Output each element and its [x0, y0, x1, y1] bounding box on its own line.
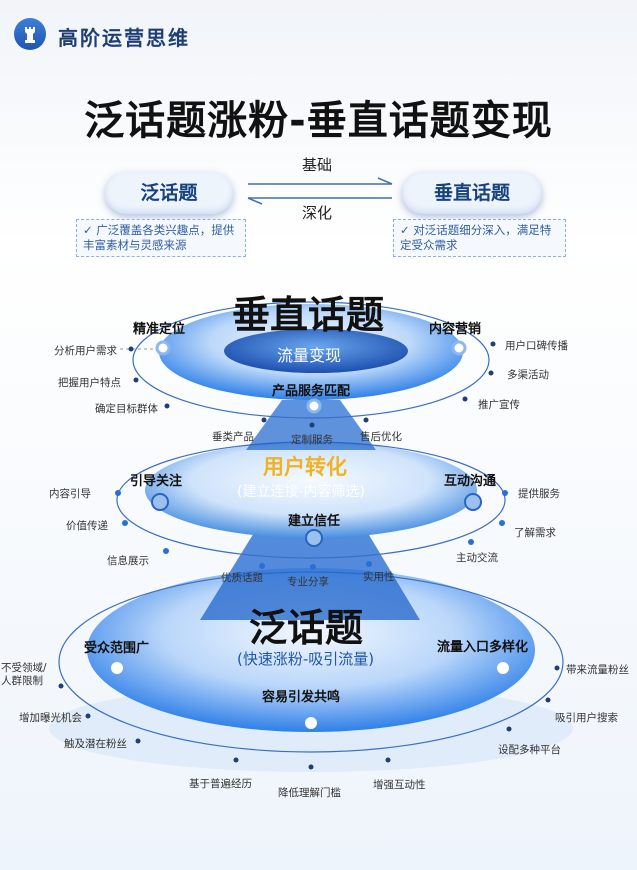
bottom-node-bottom: 容易引发共鸣	[262, 690, 341, 705]
top-node-left: 精准定位	[133, 322, 186, 337]
flow-arrows	[247, 177, 393, 205]
bottom-node-right: 流量入口多样化	[437, 640, 529, 655]
top-bottom-item: 定制服务	[291, 434, 333, 446]
bottom-left-item: 增加曝光机会	[19, 712, 82, 724]
right-pill: 垂直话题	[402, 172, 542, 214]
bottom-layer-subtitle: (快速涨粉-吸引流量)	[237, 650, 375, 668]
bottom-bottom-item: 基于普遍经历	[189, 778, 252, 790]
top-layer-center-label: 流量变现	[277, 346, 342, 365]
bottom-bottom-item: 增强互动性	[373, 779, 426, 791]
bottom-bottom-item: 降低理解门槛	[278, 787, 341, 799]
top-node-right: 内容营销	[429, 322, 482, 337]
right-note: ✓ 对泛话题细分深入，满足特定受众需求	[393, 219, 566, 257]
top-right-item: 推广宣传	[478, 399, 520, 411]
middle-left-item: 内容引导	[49, 488, 91, 500]
left-note: ✓ 广泛覆盖各类兴趣点，提供丰富素材与灵感来源	[76, 219, 246, 257]
middle-left-item: 信息展示	[107, 555, 149, 567]
middle-node-right: 互动沟通	[444, 474, 497, 489]
top-right-item: 用户口碑传播	[505, 340, 568, 352]
middle-layer-title: 用户转化	[263, 455, 347, 479]
page-title: 泛话题涨粉-垂直话题变现	[84, 98, 553, 144]
middle-bottom-item: 实用性	[363, 571, 395, 583]
bottom-left-item: 触及潜在粉丝	[64, 738, 127, 750]
top-left-item: 把握用户特点	[58, 377, 121, 389]
arrow-label-deepen: 深化	[302, 204, 333, 222]
top-layer-title: 垂直话题	[232, 293, 385, 337]
bottom-right-item: 吸引用户搜索	[555, 712, 618, 724]
middle-right-item: 主动交流	[456, 552, 498, 564]
rook-icon	[14, 18, 46, 50]
middle-right-item: 了解需求	[514, 527, 556, 539]
middle-bottom-item: 专业分享	[287, 576, 329, 588]
top-left-item: 确定目标群体	[95, 403, 158, 415]
middle-node-left: 引导关注	[130, 474, 183, 489]
middle-left-item: 价值传递	[66, 520, 108, 532]
top-bottom-item: 垂类产品	[212, 431, 254, 443]
top-bottom-item: 售后优化	[360, 431, 402, 443]
top-left-item: 分析用户需求	[54, 345, 117, 357]
middle-node-bottom: 建立信任	[288, 514, 341, 529]
bottom-left-item: 不受领域/ 人群限制	[1, 662, 47, 687]
bottom-right-item: 带来流量粉丝	[566, 664, 629, 676]
bottom-layer-title: 泛话题	[249, 606, 364, 650]
middle-bottom-item: 优质话题	[221, 572, 263, 584]
bottom-right-item: 设配多种平台	[498, 744, 561, 756]
top-right-item: 多渠活动	[507, 369, 549, 381]
top-node-bottom: 产品服务匹配	[272, 384, 351, 399]
middle-right-item: 提供服务	[518, 488, 560, 500]
left-pill: 泛话题	[105, 172, 233, 214]
middle-layer-subtitle: (建立连接-内容筛选)	[237, 484, 365, 500]
arrow-label-base: 基础	[302, 156, 333, 174]
bottom-node-left: 受众范围广	[84, 641, 150, 656]
brand-name: 高阶运营思维	[58, 26, 190, 50]
